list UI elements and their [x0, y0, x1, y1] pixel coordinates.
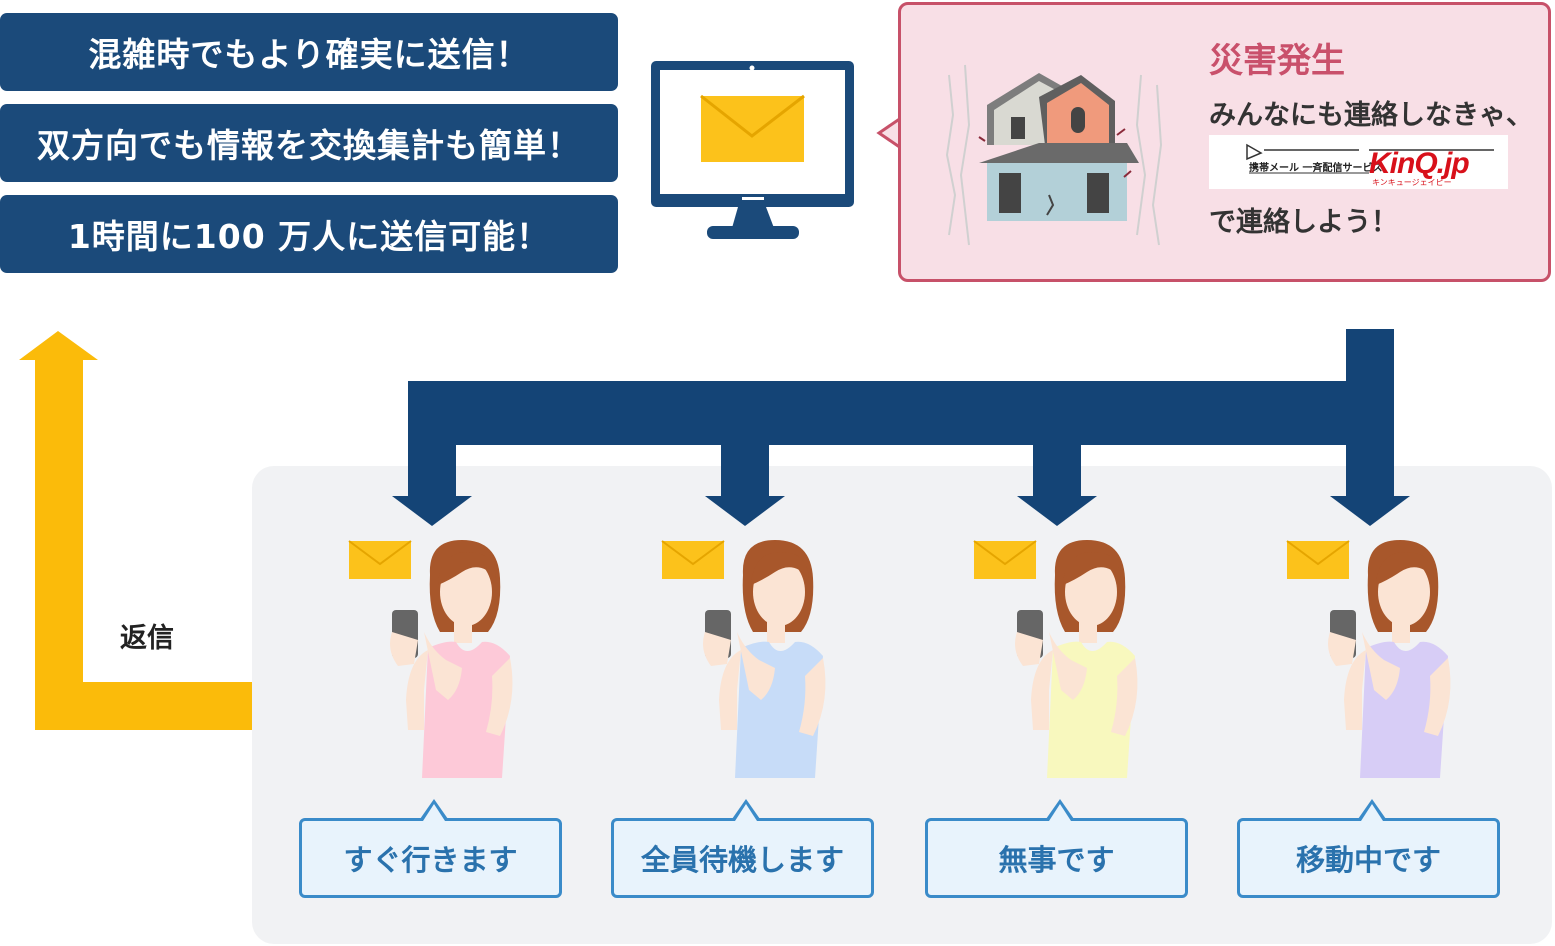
woman-with-phone-icon	[661, 540, 826, 778]
logo-envelope-icon	[1246, 143, 1494, 174]
envelope-icon	[1286, 540, 1350, 579]
response-bubble-3: 無事です	[925, 799, 1188, 898]
response-bubble-2: 全員待機します	[611, 799, 874, 898]
damaged-house-icon	[945, 64, 1163, 246]
response-bubble-1: すぐ行きます	[299, 799, 562, 898]
kinq-logo: 携帯メール 一斉配信サービス KinQ.jp キンキュージェイピー	[1209, 135, 1508, 189]
reply-arrow	[19, 331, 252, 730]
feature-two-way-info: 双方向でも情報を交換集計も簡単！	[0, 104, 618, 182]
callout-message: みんなにも連絡しなきゃ、	[1209, 100, 1533, 131]
envelope-icon	[661, 540, 725, 579]
envelope-icon	[973, 540, 1037, 579]
envelope-icon	[348, 540, 412, 579]
woman-with-phone-icon	[973, 540, 1138, 778]
logo-brand-text: KinQ.jp	[1369, 147, 1470, 180]
distribution-arrows	[392, 329, 1410, 526]
feature-reliable-sending: 混雑時でもより確実に送信！	[0, 13, 618, 91]
reply-label: 返信	[120, 623, 174, 654]
woman-with-phone-icon	[348, 540, 513, 778]
feature-send-capacity: 1時間に100 万人に送信可能！	[0, 195, 618, 273]
woman-with-phone-icon	[1286, 540, 1451, 778]
logo-service-text: 携帯メール 一斉配信サービス	[1249, 163, 1383, 174]
callout-cta: で連絡しよう！	[1209, 207, 1398, 238]
response-bubble-4: 移動中です	[1237, 799, 1500, 898]
callout-title: 災害発生	[1209, 41, 1345, 81]
disaster-callout: 災害発生 みんなにも連絡しなきゃ、 携帯メール 一斉配信サービス KinQ.jp…	[898, 2, 1551, 282]
logo-kana-text: キンキュージェイピー	[1372, 178, 1452, 187]
